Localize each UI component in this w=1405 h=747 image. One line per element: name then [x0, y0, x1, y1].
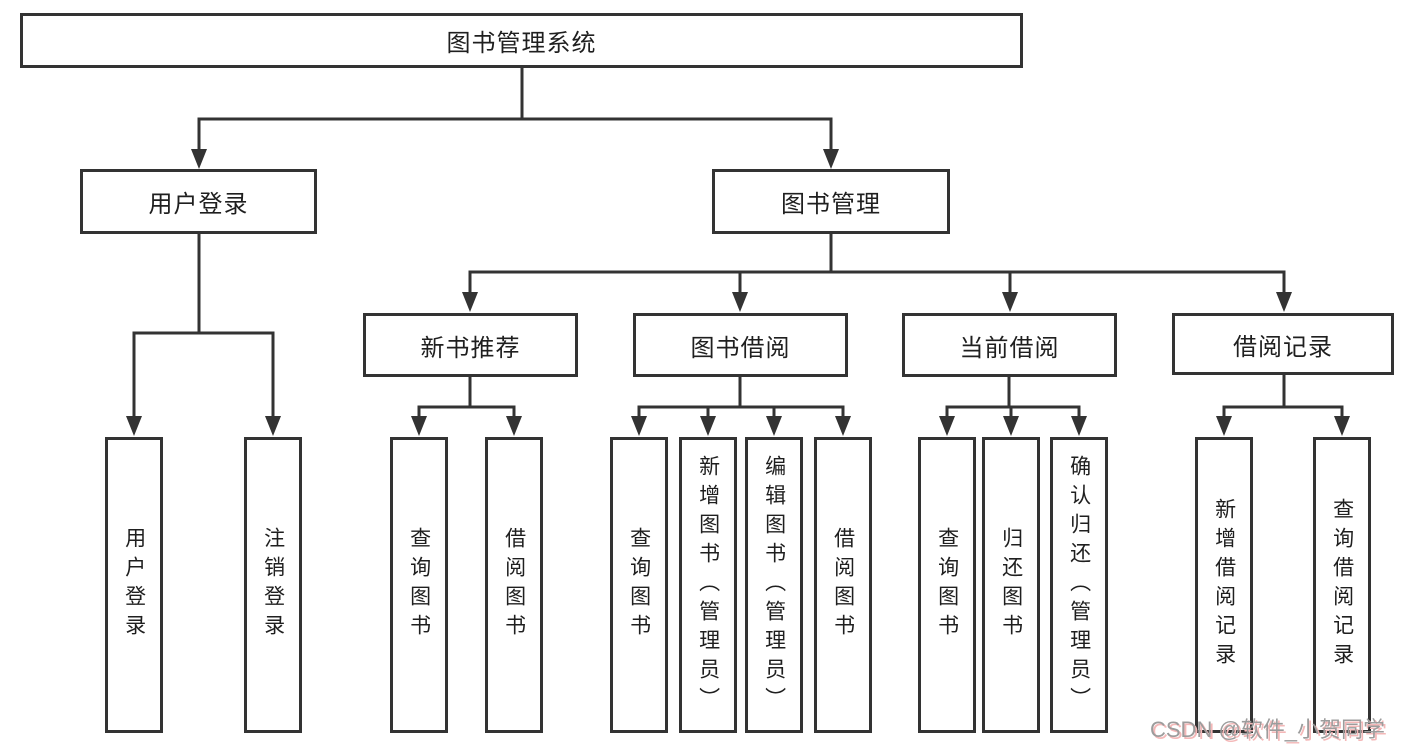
- leaf-record-add: 新增借阅记录: [1195, 437, 1253, 733]
- leaf-user-login-label: 用户登录: [122, 527, 146, 643]
- module-current-borrow-box: 当前借阅: [902, 313, 1117, 377]
- leaf-borrow-edit-admin-label: 编辑图书（管理员）: [762, 454, 786, 716]
- module-borrow-record-box: 借阅记录: [1172, 313, 1394, 375]
- leaf-current-confirm-admin-label: 确认归还（管理员）: [1067, 454, 1091, 716]
- leaf-newbook-query: 查询图书: [390, 437, 448, 733]
- leaf-borrow-book: 借阅图书: [814, 437, 872, 733]
- csdn-watermark: CSDN @软件_小贺同学: [1150, 717, 1386, 742]
- leaf-borrow-book-label: 借阅图书: [831, 527, 855, 643]
- leaf-borrow-query: 查询图书: [610, 437, 668, 733]
- leaf-newbook-borrow: 借阅图书: [485, 437, 543, 733]
- branch-user-login-box: 用户登录: [80, 169, 317, 234]
- module-book-borrow-box: 图书借阅: [633, 313, 848, 377]
- leaf-newbook-query-label: 查询图书: [407, 527, 431, 643]
- leaf-current-query: 查询图书: [918, 437, 976, 733]
- module-new-book-label: 新书推荐: [420, 334, 521, 362]
- module-book-borrow-label: 图书借阅: [690, 334, 791, 362]
- root-label: 图书管理系统: [446, 30, 597, 57]
- leaf-current-return: 归还图书: [982, 437, 1040, 733]
- leaf-borrow-query-label: 查询图书: [627, 527, 651, 643]
- leaf-record-add-label: 新增借阅记录: [1212, 498, 1236, 672]
- branch-book-mgmt-label: 图书管理: [781, 191, 881, 218]
- leaf-logout-label: 注销登录: [261, 527, 285, 643]
- leaf-newbook-borrow-label: 借阅图书: [502, 527, 526, 643]
- module-borrow-record-label: 借阅记录: [1233, 333, 1333, 361]
- leaf-borrow-edit-admin: 编辑图书（管理员）: [745, 437, 803, 733]
- leaf-borrow-add-admin: 新增图书（管理员）: [679, 437, 737, 733]
- leaf-borrow-add-admin-label: 新增图书（管理员）: [696, 454, 720, 716]
- leaf-user-login: 用户登录: [105, 437, 163, 733]
- leaf-current-return-label: 归还图书: [999, 527, 1023, 643]
- leaf-current-query-label: 查询图书: [935, 527, 959, 643]
- leaf-logout: 注销登录: [244, 437, 302, 733]
- leaf-current-confirm-admin: 确认归还（管理员）: [1050, 437, 1108, 733]
- module-current-borrow-label: 当前借阅: [959, 334, 1060, 362]
- branch-book-mgmt-box: 图书管理: [712, 169, 950, 234]
- module-new-book-box: 新书推荐: [363, 313, 578, 377]
- leaf-record-query-label: 查询借阅记录: [1330, 498, 1354, 672]
- root-box: 图书管理系统: [20, 13, 1023, 68]
- branch-user-login-label: 用户登录: [148, 191, 249, 218]
- leaf-record-query: 查询借阅记录: [1313, 437, 1371, 733]
